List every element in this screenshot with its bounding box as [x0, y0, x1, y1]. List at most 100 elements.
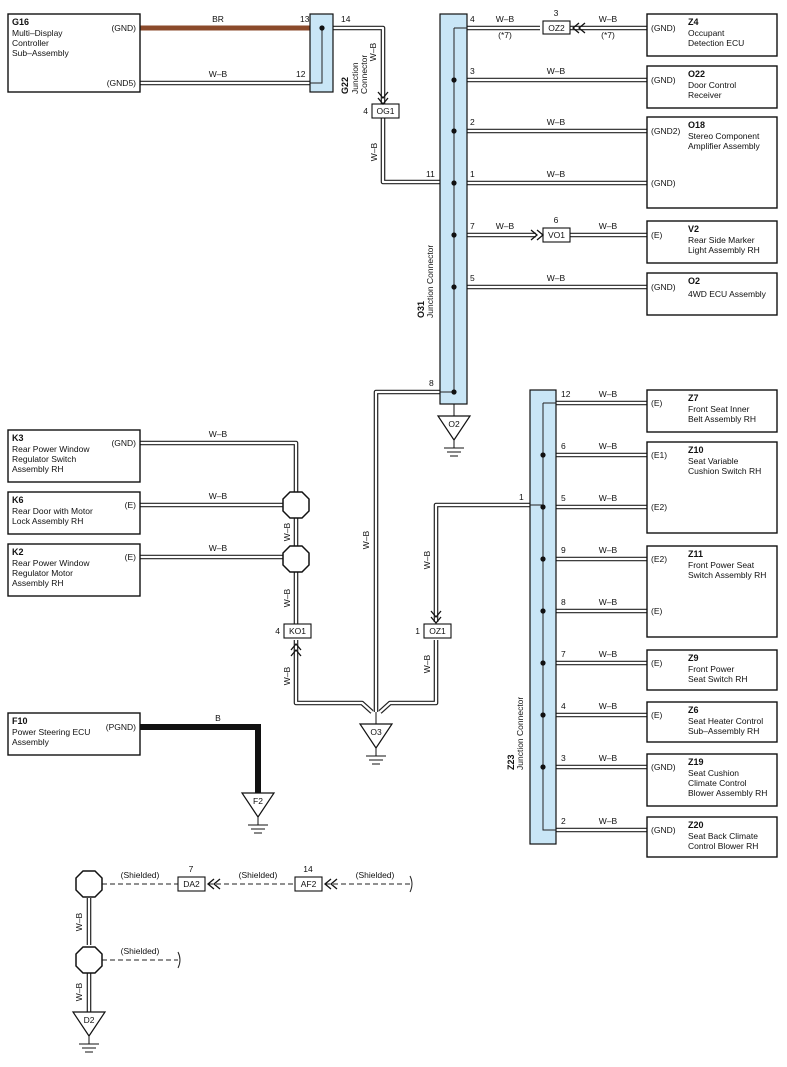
ko1-label: KO1 [289, 626, 306, 636]
wire-label: W–B [599, 221, 618, 231]
wire-label: W–B [209, 543, 228, 553]
z11-code: Z11 [688, 549, 703, 559]
z23-code: Z23 [506, 754, 516, 770]
pin-number: 6 [561, 441, 566, 451]
k3-pin: (GND) [111, 438, 136, 448]
ko1-pin: 4 [275, 626, 280, 636]
wire-label: W–B [209, 69, 228, 79]
z9-line-2: Seat Switch RH [688, 674, 748, 684]
shielded-label: (Shielded) [121, 870, 160, 880]
af2-pin: 14 [303, 864, 313, 874]
da2-label: DA2 [183, 879, 200, 889]
z19-code: Z19 [688, 757, 704, 767]
g16-line-1: Multi–Display [12, 28, 63, 38]
component-g16: G16 Multi–Display Controller Sub–Assembl… [7, 13, 141, 93]
o18-line-1: Stereo Component [688, 131, 760, 141]
z19-pin: (GND) [651, 762, 676, 772]
o22-pin: (GND) [651, 75, 676, 85]
o22-line-2: Receiver [688, 90, 722, 100]
k6-code: K6 [12, 495, 24, 505]
component-o18: (GND2) (GND) O18 Stereo Component Amplif… [646, 116, 778, 209]
connector-vo1: VO1 6 [530, 215, 571, 243]
wire-label: W–B [599, 649, 618, 659]
g22-name-2: Connector [359, 55, 369, 94]
z6-code: Z6 [688, 705, 699, 715]
o31-code: O31 [416, 301, 426, 318]
k2-line-2: Regulator Motor [12, 568, 73, 578]
component-k3: K3 Rear Power Window Regulator Switch As… [7, 429, 141, 483]
v2-line-2: Light Assembly RH [688, 245, 760, 255]
k6-line-2: Lock Assembly RH [12, 516, 83, 526]
wire-label: W–B [496, 14, 515, 24]
wire-label-br: BR [212, 14, 224, 24]
pin-number: 3 [470, 66, 475, 76]
component-k6: K6 Rear Door with Motor Lock Assembly RH… [7, 491, 141, 535]
pin-number: 13 [300, 14, 310, 24]
z11-pin-e2: (E2) [651, 554, 667, 564]
o18-pin-gnd2: (GND2) [651, 126, 680, 136]
k6-pin: (E) [125, 500, 137, 510]
note-label: (*7) [498, 30, 512, 40]
z9-line-1: Front Power [688, 664, 734, 674]
z20-pin: (GND) [651, 825, 676, 835]
component-z11: (E2) (E) Z11 Front Power Seat Switch Ass… [646, 545, 778, 638]
pin-number: 4 [470, 14, 475, 24]
z4-code: Z4 [688, 17, 699, 27]
component-f10: F10 Power Steering ECU Assembly (PGND) [7, 712, 141, 756]
connector-af2: AF2 14 [294, 864, 338, 892]
component-o2: (GND) O2 4WD ECU Assembly [646, 272, 778, 316]
wire-label: W–B [368, 42, 378, 61]
f10-line-1: Power Steering ECU [12, 727, 90, 737]
ground-o3-label: O3 [370, 727, 382, 737]
wire-label: W–B [547, 117, 566, 127]
wire-label: W–B [282, 588, 292, 607]
junction-o31: O31 Junction Connector [416, 13, 468, 405]
f10-pin: (PGND) [106, 722, 136, 732]
ground-d2-label: D2 [84, 1015, 95, 1025]
b-wire [140, 724, 261, 793]
k3-line-2: Regulator Switch [12, 454, 77, 464]
z6-line-1: Seat Heater Control [688, 716, 763, 726]
z10-code: Z10 [688, 445, 704, 455]
wire-label: W–B [599, 753, 618, 763]
z10-pin-e1: (E1) [651, 450, 667, 460]
o22-code: O22 [688, 69, 705, 79]
wire-label: W–B [599, 701, 618, 711]
og1-pin: 4 [363, 106, 368, 116]
connector-da2: DA2 7 [177, 864, 221, 892]
z6-line-2: Sub–Assembly RH [688, 726, 759, 736]
z4-line-1: Occupant [688, 28, 725, 38]
z11-line-1: Front Power Seat [688, 560, 755, 570]
wire-labels: BR W–B W–B W–B W–B W–B (*7) (*7) W–B W–B… [74, 14, 618, 1001]
component-z19: (GND) Z19 Seat Cushion Climate Control B… [646, 753, 778, 807]
wire-label: W–B [599, 493, 618, 503]
z11-line-2: Switch Assembly RH [688, 570, 766, 580]
z20-line-2: Control Blower RH [688, 841, 758, 851]
pin-number: 3 [561, 753, 566, 763]
wire-label-b: B [215, 713, 221, 723]
wire-label: W–B [599, 389, 618, 399]
pin-number: 5 [470, 273, 475, 283]
component-z20: (GND) Z20 Seat Back Climate Control Blow… [646, 816, 778, 858]
wire-label: W–B [422, 550, 432, 569]
junction-z23: Z23 Junction Connector [506, 389, 557, 845]
pin-number: 8 [429, 378, 434, 388]
k2-line-3: Assembly RH [12, 578, 63, 588]
ground-o2-label: O2 [448, 419, 460, 429]
g22-code: G22 [340, 77, 350, 94]
pin-number: 8 [561, 597, 566, 607]
z20-code: Z20 [688, 820, 704, 830]
g16-pin-gnd: (GND) [111, 23, 136, 33]
g16-code: G16 [12, 17, 29, 27]
pin-number: 2 [470, 117, 475, 127]
wire-label: W–B [599, 545, 618, 555]
splice-icon [75, 870, 103, 898]
ground-f2-label: F2 [253, 796, 263, 806]
k6-line-1: Rear Door with Motor [12, 506, 93, 516]
pin-number: 12 [296, 69, 306, 79]
connector-og1: OG1 4 [363, 91, 400, 119]
o2-pin: (GND) [651, 282, 676, 292]
connector-ko1: KO1 4 [275, 623, 312, 657]
wire-label: W–B [599, 14, 618, 24]
g16-line-2: Controller [12, 38, 49, 48]
